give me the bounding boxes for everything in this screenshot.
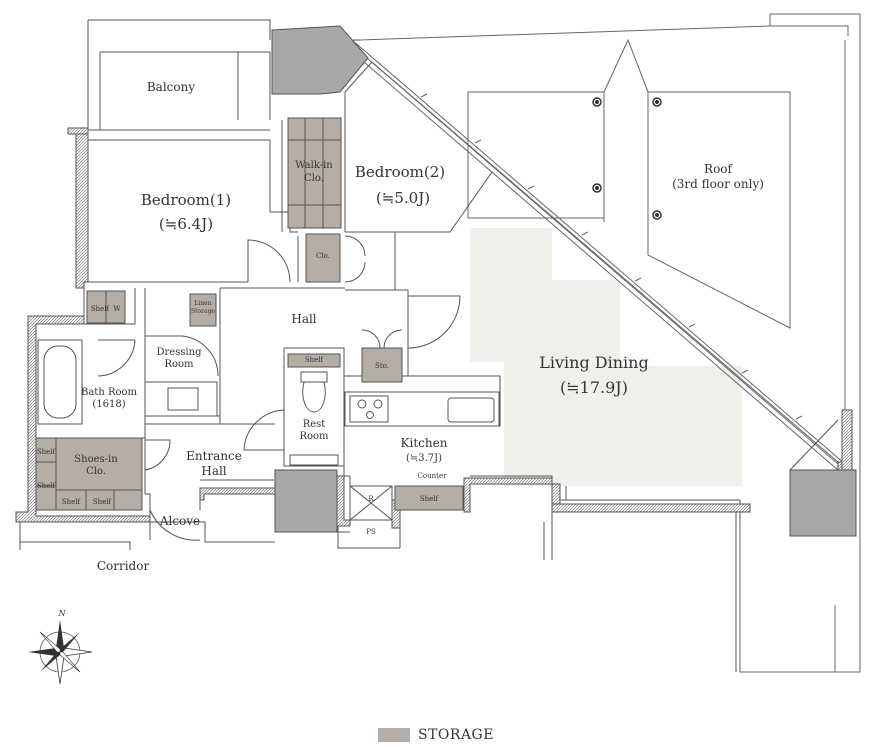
sto-storage (361, 347, 403, 383)
walkin-closet-label-2: Clo. (304, 173, 324, 184)
entrance-hall-label-1: Entrance (186, 449, 242, 463)
refrigerator-space (349, 485, 393, 521)
closet-storage (305, 233, 341, 283)
shoes-shelf-mid-label: Shelf (36, 482, 56, 490)
storage-swatch (378, 728, 410, 742)
shoes-shelf-top-label: Shelf (36, 448, 56, 456)
shoes-shelf-left (35, 437, 57, 511)
compass-icon (28, 620, 93, 685)
kitchen-name: Kitchen (400, 436, 448, 450)
bedroom2-size: (≒5.0J) (375, 189, 431, 207)
roof-label-1: Roof (704, 162, 732, 176)
counter-label: Counter (417, 472, 447, 480)
rest-room-shelf-label: Shelf (304, 356, 324, 364)
bedroom1-name: Bedroom(1) (140, 191, 232, 209)
pipe-shaft-label: PS (366, 528, 376, 536)
shoes-closet-label-2: Clo. (86, 466, 106, 477)
shoes-closet-storage (55, 437, 143, 511)
linen-storage-label-1: Linen (194, 300, 212, 307)
shoes-shelf-bottom-left-label: Shelf (61, 498, 81, 506)
bedroom2-name: Bedroom(2) (354, 163, 446, 181)
toilet-icon (289, 371, 339, 466)
storage-inner-lines (36, 118, 341, 510)
facade-ticks (420, 93, 803, 420)
corridor-label: Corridor (96, 559, 150, 573)
storage-blocks (35, 117, 464, 511)
dressing-counter (144, 381, 218, 417)
sink-icon (447, 397, 495, 423)
balcony-label: Balcony (146, 80, 196, 94)
compass-north-label: N (58, 609, 66, 618)
linen-storage-label-2: Storage (191, 308, 215, 315)
bath-room-label-1: Bath Room (80, 387, 138, 398)
dressing-room-label-2: Room (164, 359, 194, 370)
shoes-closet-label-1: Shoes-in (74, 454, 118, 465)
rest-room-label-1: Rest (302, 419, 326, 430)
kitchen-shelf-storage (394, 485, 464, 511)
bathtub (37, 339, 83, 425)
shelf-w-w-label: W (113, 305, 121, 313)
living-dining-highlight (470, 228, 742, 486)
roof-label-2: (3rd floor only) (672, 177, 764, 191)
stove-icon (349, 395, 389, 423)
shoes-shelf-bottom-right-label: Shelf (92, 498, 112, 506)
living-dining-size: (≒17.9J) (560, 378, 628, 397)
kitchen-shelf-label: Shelf (419, 495, 439, 503)
shelf-w-shelf-label: Shelf (90, 305, 110, 313)
linen-storage (189, 293, 217, 327)
hall-label: Hall (291, 312, 317, 326)
storage-legend-label: STORAGE (418, 727, 494, 743)
entrance-hall-label-2: Hall (201, 464, 227, 478)
stove-burners (357, 399, 383, 419)
drain-icons (592, 97, 662, 220)
dressing-room-label-1: Dressing (156, 347, 202, 358)
columns (271, 25, 857, 537)
roof-outline (359, 13, 861, 673)
diagonal-facade (351, 39, 853, 471)
closet-label: Clo. (316, 252, 330, 260)
walkin-closet-label-1: Walk-in (295, 160, 333, 171)
bedroom1-size: (≒6.4J) (158, 215, 214, 233)
storage-sto-label: Sto. (375, 362, 389, 370)
alcove-label: Alcove (159, 514, 201, 528)
walkin-closet-storage (287, 117, 342, 229)
refrigerator-r-label: R (368, 495, 374, 503)
outer-walls (15, 127, 857, 529)
door-swings (97, 235, 461, 541)
legend: STORAGE (378, 727, 494, 743)
rest-shelf-storage (287, 353, 341, 368)
kitchen-counter (344, 391, 500, 427)
living-dining-name: Living Dining (539, 353, 649, 372)
kitchen-size: (≒3.7J) (405, 453, 443, 464)
roof-panels (467, 38, 791, 329)
bath-room-label-2: (1618) (92, 399, 126, 410)
rest-room-label-2: Room (299, 431, 329, 442)
